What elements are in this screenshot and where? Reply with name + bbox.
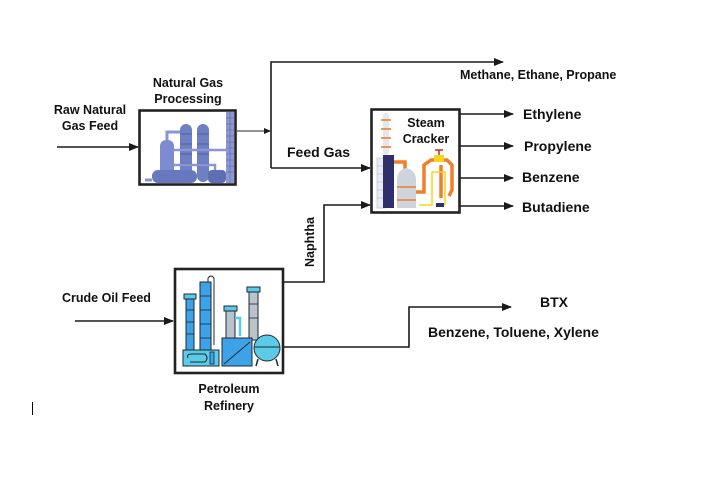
refinery-icon: [182, 275, 281, 367]
text-cursor: [32, 402, 33, 415]
gas-processing-label-line2: Processing: [154, 92, 221, 106]
raw-gas-feed-label-line2: Gas Feed: [62, 119, 118, 133]
product-benzene-label: Benzene: [522, 169, 580, 185]
steam-cracker-unit: Steam Cracker: [370, 108, 461, 214]
btx-detail-label: Benzene, Toluene, Xylene: [428, 324, 599, 340]
cracker-products: Ethylene Propylene Benzene Butadiene: [460, 106, 592, 215]
steam-cracker-icon: [376, 113, 454, 209]
product-butadiene-label: Butadiene: [522, 199, 590, 215]
feed-gas-label: Feed Gas: [287, 144, 350, 160]
crude-oil-feed-label: Crude Oil Feed: [62, 291, 151, 305]
naphtha-arrow: [284, 201, 371, 283]
gas-processing-plant-icon: [145, 112, 234, 183]
raw-gas-feed-label-line1: Raw Natural: [54, 103, 126, 117]
refinery-unit: [173, 267, 285, 375]
ngl-stream-arrow: [270, 58, 504, 168]
btx-arrow: [284, 303, 512, 348]
ngl-stream-label: Methane, Ethane, Propane: [460, 68, 616, 82]
gas-processing-label-line1: Natural Gas: [153, 76, 223, 90]
refinery-label-line2: Refinery: [204, 399, 254, 413]
refinery-label-line1: Petroleum: [198, 382, 259, 396]
product-ethylene-label: Ethylene: [523, 106, 582, 122]
product-propylene-label: Propylene: [524, 138, 592, 154]
naphtha-label: Naphtha: [303, 216, 317, 267]
btx-label: BTX: [540, 294, 569, 310]
gas-processing-unit: [138, 109, 237, 186]
steam-cracker-label-line2: Cracker: [403, 132, 450, 146]
steam-cracker-label-line1: Steam: [407, 116, 445, 130]
